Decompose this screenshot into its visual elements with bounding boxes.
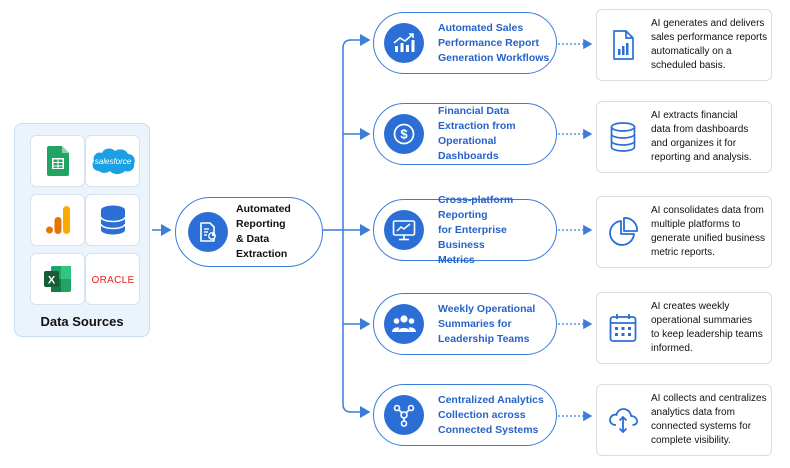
- team-icon: [392, 315, 416, 332]
- description-4-icon-wrap: [605, 313, 641, 343]
- step-card-2: $ Financial Data Extraction from Operati…: [373, 103, 557, 165]
- oracle-tile: ORACLE: [85, 253, 140, 305]
- network-nodes-icon: [393, 404, 415, 427]
- description-card-1: AI generates and delivers sales performa…: [596, 9, 772, 81]
- description-5-text: AI collects and centralizes analytics da…: [651, 393, 767, 446]
- salesforce-logo: salesforce: [92, 148, 135, 174]
- calendar-icon: [609, 314, 637, 342]
- dollar-coin-icon: $: [393, 123, 415, 145]
- step-2-title: Financial Data Extraction from Operation…: [438, 105, 516, 162]
- step-card-5: Centralized Analytics Collection across …: [373, 384, 557, 446]
- google-sheets-tile: [30, 135, 85, 187]
- description-1-icon-wrap: [605, 30, 641, 60]
- oracle-logo: ORACLE: [91, 275, 134, 286]
- description-2-icon-wrap: [605, 122, 641, 152]
- description-card-4: AI creates weekly operational summaries …: [596, 292, 772, 364]
- description-card-5: AI collects and centralizes analytics da…: [596, 384, 772, 456]
- description-5-icon-wrap: [605, 405, 641, 435]
- step-1-icon-circle: [384, 23, 424, 63]
- hub-node: Automated Reporting & Data Extraction: [175, 197, 323, 267]
- step-5-title: Centralized Analytics Collection across …: [438, 393, 544, 436]
- google-analytics-tile: [30, 194, 85, 246]
- hub-label: Automated Reporting & Data Extraction: [236, 203, 291, 260]
- step-4-title: Weekly Operational Summaries for Leaders…: [438, 302, 536, 345]
- excel-icon: X: [43, 266, 71, 292]
- database-icon: [610, 122, 636, 152]
- report-document-icon: [200, 222, 216, 242]
- data-sources-title: Data Sources: [40, 314, 124, 329]
- description-3-text: AI consolidates data from multiple platf…: [651, 205, 765, 258]
- google-sheets-icon: [46, 146, 69, 176]
- step-5-icon-circle: [384, 395, 424, 435]
- description-card-2: AI extracts financial data from dashboar…: [596, 101, 772, 173]
- salesforce-logo-text: salesforce: [94, 157, 131, 166]
- data-sources-panel: salesforce X ORACLE Data Sources: [14, 123, 150, 337]
- description-4-text: AI creates weekly operational summaries …: [651, 301, 763, 354]
- step-4-icon-circle: [384, 304, 424, 344]
- cloud-sync-icon: [609, 408, 638, 434]
- trend-chart-icon: [393, 33, 415, 52]
- monitor-chart-icon: [392, 220, 416, 241]
- salesforce-tile: salesforce: [85, 135, 140, 187]
- oracle-logo-text: ORACLE: [91, 275, 134, 286]
- step-2-icon-circle: $: [384, 114, 424, 154]
- step-card-4: Weekly Operational Summaries for Leaders…: [373, 293, 557, 355]
- trunk-line: [342, 39, 352, 413]
- step-card-3: Cross-platform Reporting for Enterprise …: [373, 194, 557, 266]
- step-3-title: Cross-platform Reporting for Enterprise …: [438, 193, 514, 266]
- description-3-icon-wrap: [605, 217, 641, 247]
- database-tile: [85, 194, 140, 246]
- excel-tile: X: [30, 253, 85, 305]
- report-file-icon: [613, 30, 634, 60]
- description-1-text: AI generates and delivers sales performa…: [651, 18, 768, 71]
- step-card-1: Automated Sales Performance Report Gener…: [373, 12, 557, 74]
- svg-text:X: X: [47, 275, 55, 287]
- step-1-title: Automated Sales Performance Report Gener…: [438, 21, 550, 64]
- svg-text:$: $: [400, 127, 408, 142]
- pie-chart-icon: [609, 217, 638, 246]
- description-card-3: AI consolidates data from multiple platf…: [596, 196, 772, 268]
- database-icon: [99, 205, 126, 235]
- google-analytics-icon: [45, 206, 70, 234]
- step-3-icon-circle: [384, 210, 424, 250]
- description-2-text: AI extracts financial data from dashboar…: [651, 110, 752, 163]
- hub-icon-circle: [188, 212, 228, 252]
